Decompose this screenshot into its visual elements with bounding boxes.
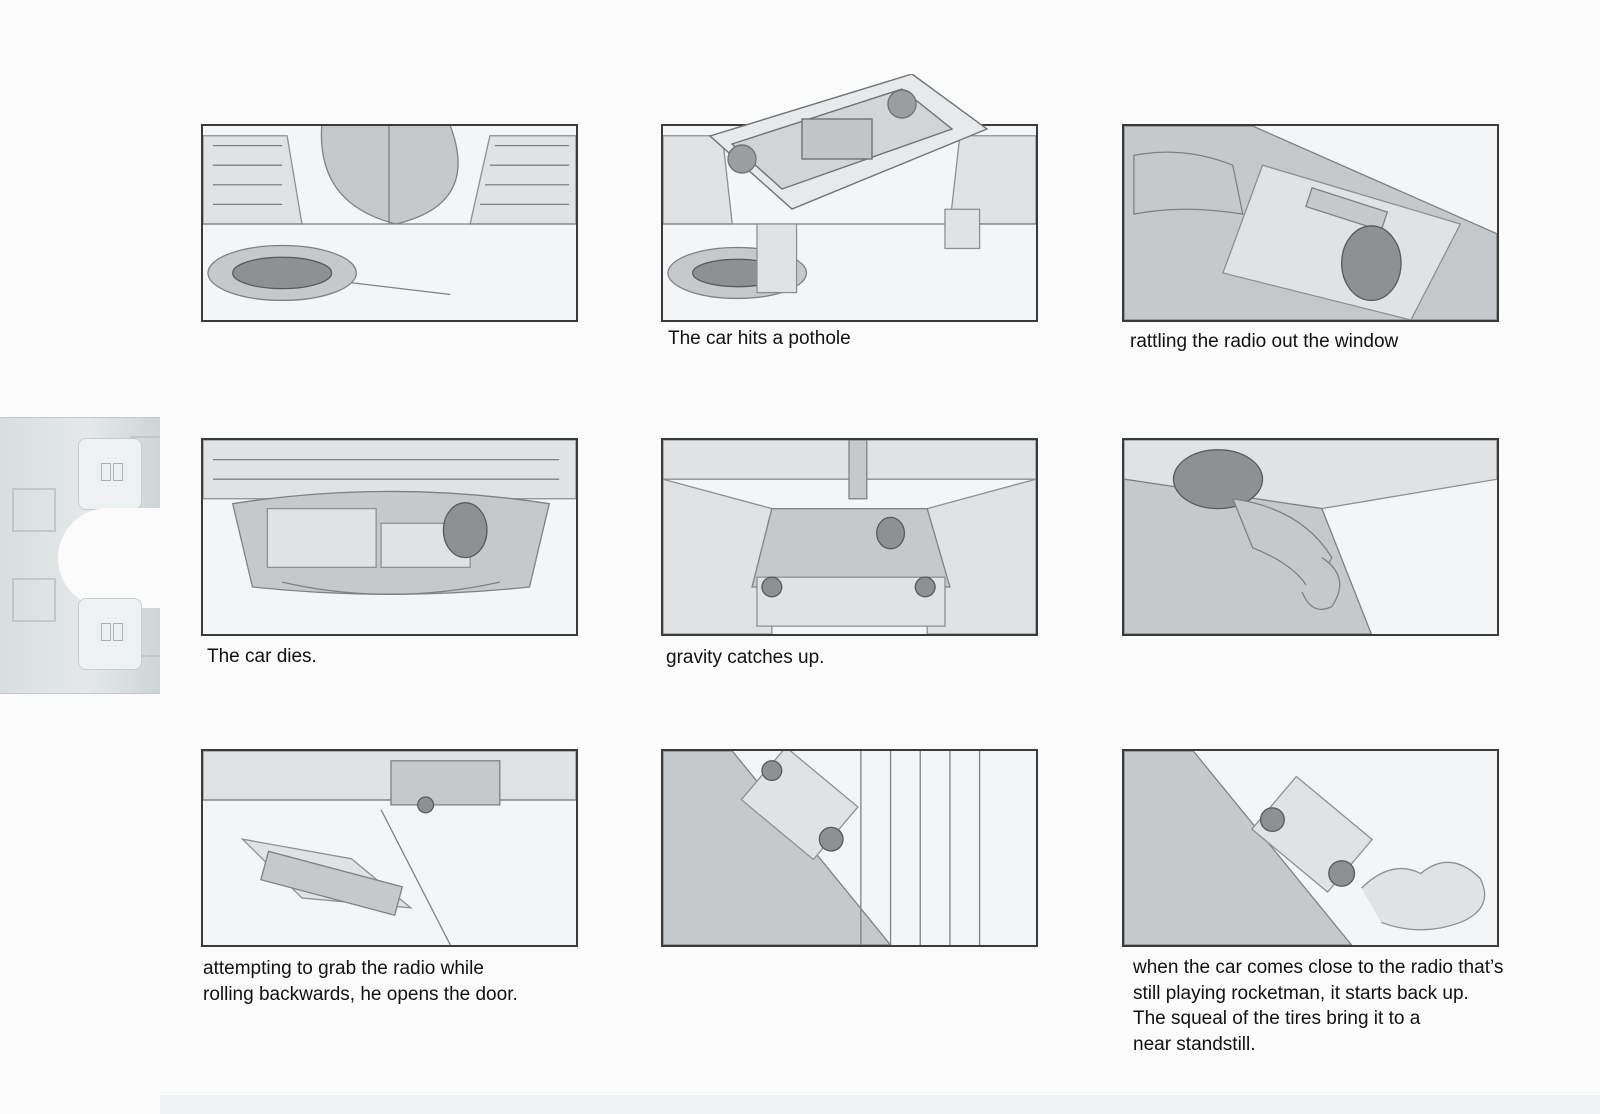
panel-9-caption: when the car comes close to the radio th… <box>1133 957 1504 1055</box>
storyboard-panel-1 <box>201 124 578 322</box>
storyboard-panel-8 <box>661 749 1038 947</box>
storyboard-panel-7 <box>201 749 578 947</box>
storyboard-panel-5 <box>661 438 1038 636</box>
binder-clip-icon <box>0 417 168 694</box>
storyboard-panel-6 <box>1122 438 1499 636</box>
clip-tab <box>78 438 142 510</box>
storyboard-panel-4 <box>201 438 578 636</box>
page-edge <box>160 1095 1600 1114</box>
panel-3-caption: rattling the radio out the window <box>1130 331 1399 352</box>
panel-5-caption: gravity catches up. <box>666 647 825 668</box>
panel-2-caption: The car hits a pothole <box>668 328 851 349</box>
car-sketch <box>708 74 989 210</box>
logo-icon <box>12 578 56 622</box>
panel-7-caption: attempting to grab the radio while rolli… <box>203 958 518 1005</box>
storyboard-panel-2 <box>661 124 1038 322</box>
logo-icon <box>12 488 56 532</box>
panel-4-caption: The car dies. <box>207 646 317 667</box>
clip-tab <box>78 598 142 670</box>
storyboard-panel-3 <box>1122 124 1499 322</box>
storyboard-panel-9 <box>1122 749 1499 947</box>
